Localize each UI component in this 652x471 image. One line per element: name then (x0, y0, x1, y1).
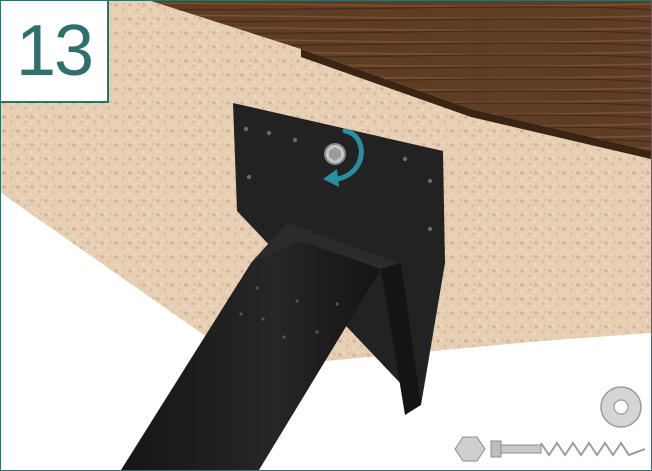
step-number-box: 13 (1, 1, 109, 103)
washer-icon (599, 385, 643, 429)
hex-lag-bolt-icon (453, 435, 649, 463)
step-number: 13 (16, 15, 92, 87)
rotate-clockwise-icon (315, 125, 371, 189)
